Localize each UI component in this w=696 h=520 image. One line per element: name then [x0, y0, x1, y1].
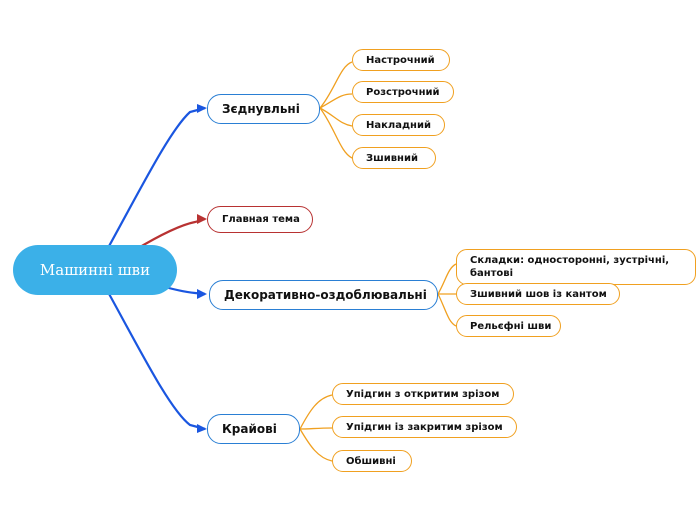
leaf-zshyvnyi-kant[interactable]: Зшивний шов із кантом — [456, 283, 620, 305]
connector-leaf-obshyvni — [299, 428, 333, 462]
connector-leaf-rozstrochnyi — [319, 93, 353, 109]
arrowhead-zednuvalni — [197, 104, 207, 113]
leaf-rozstrochnyi[interactable]: Розстрочний — [352, 81, 454, 103]
branch-zednuvalni[interactable]: Зєднувльні — [207, 94, 320, 124]
arrowhead-kraiovi — [197, 424, 207, 433]
connector-root-zednuvalni — [107, 106, 206, 249]
connector-leaf-zakrytym — [299, 427, 333, 430]
connector-leaf-skladky — [437, 263, 457, 295]
connector-leaf-vidkrytym — [299, 394, 333, 430]
connector-leaf-relief — [437, 293, 457, 327]
branch-label: Главная тема — [222, 214, 300, 225]
leaf-obshyvni[interactable]: Обшивні — [332, 450, 412, 472]
branch-label: Зєднувльні — [222, 102, 300, 116]
arrowhead-dekor — [197, 289, 207, 299]
connector-leaf-nastrochnyi — [319, 61, 353, 109]
connector-leaf-zshyvnyi — [319, 107, 353, 159]
branch-kraiovi[interactable]: Крайові — [207, 414, 300, 444]
branch-glavna-tema[interactable]: Главная тема — [207, 206, 313, 233]
leaf-nastrochnyi[interactable]: Настрочний — [352, 49, 450, 71]
branch-label: Декоративно-оздоблювальні — [224, 288, 427, 302]
root-label: Машинні шви — [39, 261, 151, 279]
leaf-relyefni[interactable]: Рельєфні шви — [456, 315, 561, 337]
connector-leaf-nakladnyi — [319, 107, 353, 127]
leaf-label: Накладний — [366, 119, 431, 131]
arrowhead-glavna — [197, 214, 207, 224]
branch-dekorative[interactable]: Декоративно-оздоблювальні — [209, 280, 438, 310]
leaf-label: Зшивний шов із кантом — [470, 288, 607, 300]
leaf-label: Зшивний — [366, 152, 418, 164]
leaf-nakladnyi[interactable]: Накладний — [352, 114, 445, 136]
leaf-label: Упідгин з откритим зрізом — [346, 388, 500, 400]
leaf-label: Розстрочний — [366, 86, 440, 98]
leaf-label: Настрочний — [366, 54, 435, 66]
leaf-zshyvnyi[interactable]: Зшивний — [352, 147, 436, 169]
branch-label: Крайові — [222, 422, 277, 436]
leaf-skladky[interactable]: Складки: односторонні, зустрічні, бантов… — [456, 249, 696, 285]
leaf-label: Обшивні — [346, 455, 396, 467]
connector-root-kraiovi — [107, 291, 206, 431]
leaf-label: Складки: односторонні, зустрічні, бантов… — [470, 255, 670, 279]
leaf-label: Рельєфні шви — [470, 320, 552, 332]
leaf-vidkrytym[interactable]: Упідгин з откритим зрізом — [332, 383, 514, 405]
leaf-label: Упідгин із закритим зрізом — [346, 421, 503, 433]
root-node[interactable]: Машинні шви — [13, 245, 177, 295]
leaf-zakrytym[interactable]: Упідгин із закритим зрізом — [332, 416, 517, 438]
